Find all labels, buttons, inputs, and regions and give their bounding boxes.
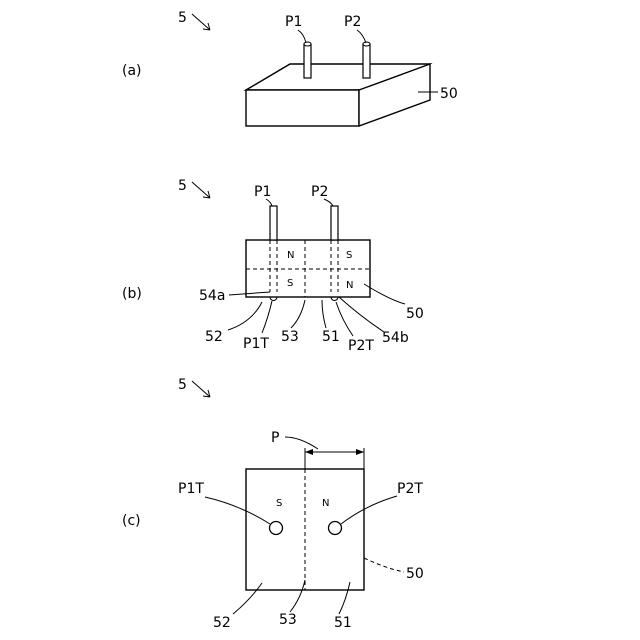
label-term2-c: P2T: [397, 481, 423, 497]
pin-p2-a: [363, 42, 370, 78]
terminal-p1t-c: [270, 522, 283, 535]
label-hole-a: 54a: [199, 288, 225, 304]
pole-bottom-left: S: [287, 278, 293, 289]
panel-c-tag: (c): [122, 513, 141, 529]
terminal-p2t-c: [329, 522, 342, 535]
label-p1-a: P1: [285, 14, 302, 30]
dim-arrow-right: [356, 449, 364, 455]
figure-ref-arrow-a: [192, 14, 210, 30]
label-term2-b: P2T: [348, 338, 374, 354]
label-p2-a: P2: [344, 14, 361, 30]
panel-b: 5 (b) N S S N P1 P2 54a: [122, 178, 424, 354]
leader-body-c: [364, 558, 404, 572]
figure-ref-arrow-b: [192, 182, 210, 198]
label-face-right-b: 51: [322, 329, 340, 345]
body-rect-c: [246, 469, 364, 590]
figure-ref-a: 5: [178, 10, 187, 26]
pole-top-right: S: [346, 250, 352, 261]
label-pitch: P: [271, 430, 279, 446]
pole-right-c: N: [322, 498, 329, 509]
leader-p2-b: [324, 199, 333, 206]
panel-a-tag: (a): [122, 63, 142, 79]
leader-pitch: [285, 437, 318, 449]
pole-top-left: N: [287, 250, 294, 261]
pole-left-c: S: [276, 498, 282, 509]
figure-ref-arrow-c: [192, 381, 210, 397]
figure-ref-b: 5: [178, 178, 187, 194]
pin-p2-b: [331, 206, 338, 240]
leader-boundary-b: [291, 300, 305, 328]
label-body-c: 50: [406, 566, 424, 582]
panel-c: 5 (c) P S N P1T P2T 50 52 53 51: [122, 377, 424, 631]
pin-p1-b: [270, 206, 277, 240]
leader-face-right-b: [322, 300, 326, 328]
label-boundary-b: 53: [281, 329, 299, 345]
box-front-face: [246, 90, 359, 126]
label-boundary-c: 53: [279, 612, 297, 628]
leader-p1-a: [298, 30, 306, 43]
figure-ref-c: 5: [178, 377, 187, 393]
leader-term1-b: [262, 301, 272, 333]
leader-face-left-b: [228, 302, 262, 330]
leader-p2-a: [357, 30, 366, 43]
leader-p1-b: [266, 199, 272, 206]
label-face-left-c: 52: [213, 615, 231, 631]
label-p2-b: P2: [311, 184, 328, 200]
panel-b-tag: (b): [122, 286, 142, 302]
pole-bottom-right: N: [346, 280, 353, 291]
pin-p1-a: [304, 42, 311, 78]
label-face-left-b: 52: [205, 329, 223, 345]
leader-hole-b: [339, 297, 384, 332]
label-term1-b: P1T: [243, 336, 269, 352]
label-face-right-c: 51: [334, 615, 352, 631]
panel-a: 5 (a) P1 P2 50: [122, 10, 458, 126]
label-p1-b: P1: [254, 184, 271, 200]
label-hole-b: 54b: [382, 330, 409, 346]
dim-arrow-left: [305, 449, 313, 455]
label-term1-c: P1T: [178, 481, 204, 497]
label-body-b: 50: [406, 306, 424, 322]
label-body-a: 50: [440, 86, 458, 102]
